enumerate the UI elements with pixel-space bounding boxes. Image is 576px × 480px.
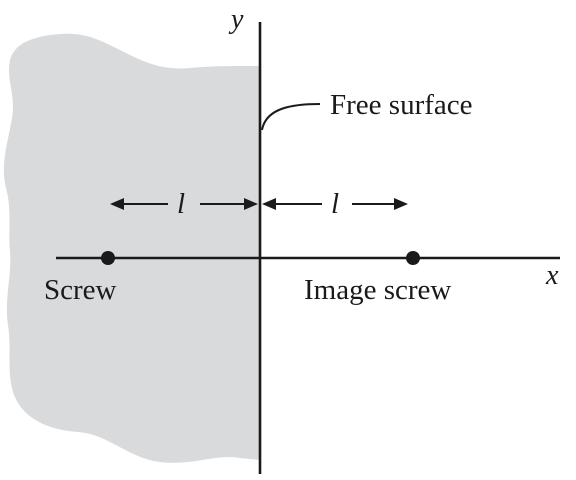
image-screw-point (406, 251, 420, 265)
solid-material-region (3, 33, 261, 463)
free-surface-label: Free surface (330, 89, 473, 121)
distance-label-left: l (177, 188, 185, 220)
distance-arrow-right (262, 198, 408, 210)
distance-arrow-left (110, 198, 258, 210)
screw-label: Screw (44, 274, 117, 306)
x-axis-label: x (545, 260, 559, 291)
free-surface-leader (261, 103, 321, 131)
screw-point (101, 251, 115, 265)
y-axis-label: y (228, 4, 244, 35)
image-screw-label: Image screw (304, 274, 451, 306)
distance-label-right: l (331, 188, 339, 220)
